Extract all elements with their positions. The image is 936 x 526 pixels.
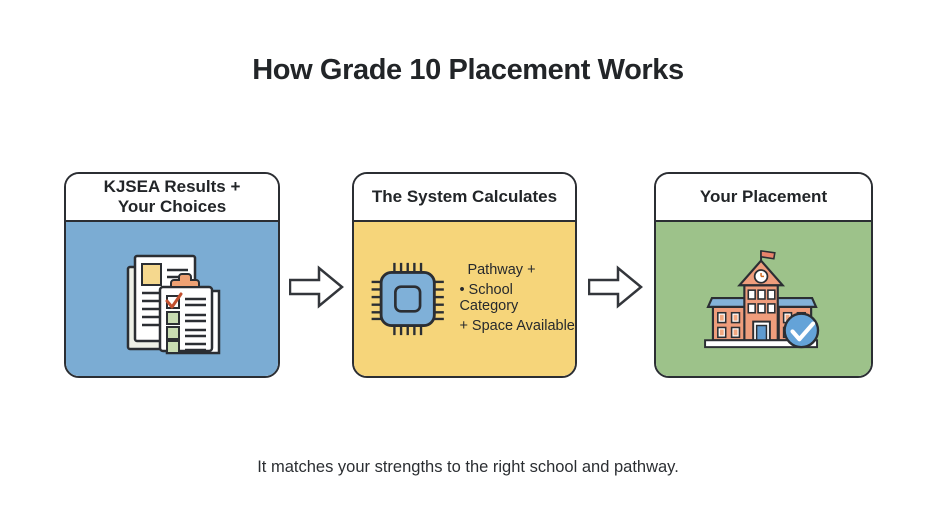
step-box-kjsea-results: KJSEA Results + Your Choices [64, 172, 280, 378]
step-header: Your Placement [656, 174, 871, 222]
step-box-your-placement: Your Placement [654, 172, 873, 378]
step-body: Pathway + • School Category + Space Avai… [354, 222, 575, 376]
calc-detail-line: • School Category [459, 282, 519, 314]
arrow-right-icon [289, 265, 344, 309]
page-title: How Grade 10 Placement Works [252, 54, 684, 86]
step-title: KJSEA Results + Your Choices [103, 176, 241, 216]
step-header: The System Calculates [354, 174, 575, 222]
step-body [66, 222, 278, 376]
step-box-system-calculates: The System Calculates [352, 172, 577, 378]
step-title: The System Calculates [371, 186, 558, 206]
step-body [656, 222, 871, 376]
footer-caption: It matches your strengths to the right s… [257, 458, 679, 476]
calculation-details: Pathway + • School Category + Space Avai… [459, 262, 575, 335]
arrow-right-icon [588, 265, 643, 309]
step-header: KJSEA Results + Your Choices [66, 174, 278, 222]
calculation-row: Pathway + • School Category + Space Avai… [354, 255, 575, 343]
calc-detail-line: Pathway + [467, 262, 536, 279]
documents-checklist-icon [126, 254, 221, 355]
step-title: Your Placement [699, 186, 828, 206]
processor-chip-icon [371, 262, 444, 336]
calc-detail-line: + Space Available [459, 317, 575, 334]
school-building-checkmark-icon [703, 249, 819, 349]
